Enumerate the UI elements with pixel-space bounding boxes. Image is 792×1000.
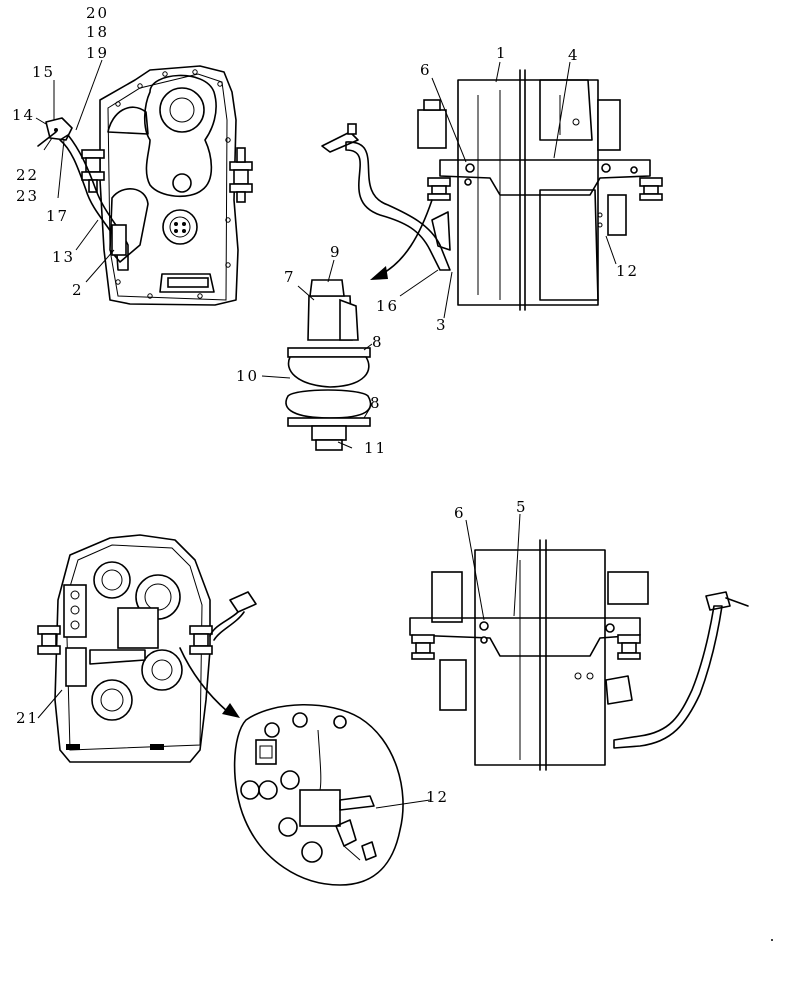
callout-5: 5: [516, 498, 528, 516]
corner-dot: [771, 939, 773, 941]
callout-4: 4: [568, 46, 580, 64]
callout-16: 16: [376, 297, 399, 315]
callout-11: 11: [364, 439, 387, 457]
mount-detail: [285, 279, 372, 451]
callout-13: 13: [52, 248, 75, 266]
rear-view-bottom-left: [37, 534, 257, 763]
leader-lines: [35, 59, 617, 809]
callout-8-lower: 8: [370, 394, 382, 412]
callout-2: 2: [72, 281, 84, 299]
callout-3: 3: [436, 316, 448, 334]
side-view-top-right: [321, 69, 663, 311]
callout-14: 14: [12, 106, 35, 124]
callout-12-bottom: 12: [426, 788, 449, 806]
callout-22: 22: [16, 166, 39, 184]
callout-6-bottom: 6: [454, 504, 466, 522]
callout-labels: 20 18 19 15 14 22 23 17 13 2 1 4 6 12 16…: [12, 4, 639, 806]
callout-9: 9: [330, 243, 342, 261]
front-view-top-left: [37, 65, 253, 306]
callout-1: 1: [496, 44, 508, 62]
callout-23: 23: [16, 187, 39, 205]
callout-7: 7: [284, 268, 296, 286]
callout-20: 20: [86, 4, 109, 22]
left-mount: [81, 149, 105, 193]
callout-17: 17: [46, 207, 69, 225]
callout-21: 21: [16, 709, 39, 727]
callout-12-top: 12: [616, 262, 639, 280]
side-view-bottom-right: [409, 539, 749, 771]
callout-18: 18: [86, 23, 109, 41]
callout-6-top: 6: [420, 61, 432, 79]
callout-19: 19: [86, 44, 109, 62]
callout-8-upper: 8: [372, 333, 384, 351]
callout-10: 10: [236, 367, 259, 385]
callout-15: 15: [32, 63, 55, 81]
housing-bolts: [115, 69, 231, 299]
right-mount: [229, 147, 253, 203]
sensor-detail-oval: [233, 703, 404, 886]
